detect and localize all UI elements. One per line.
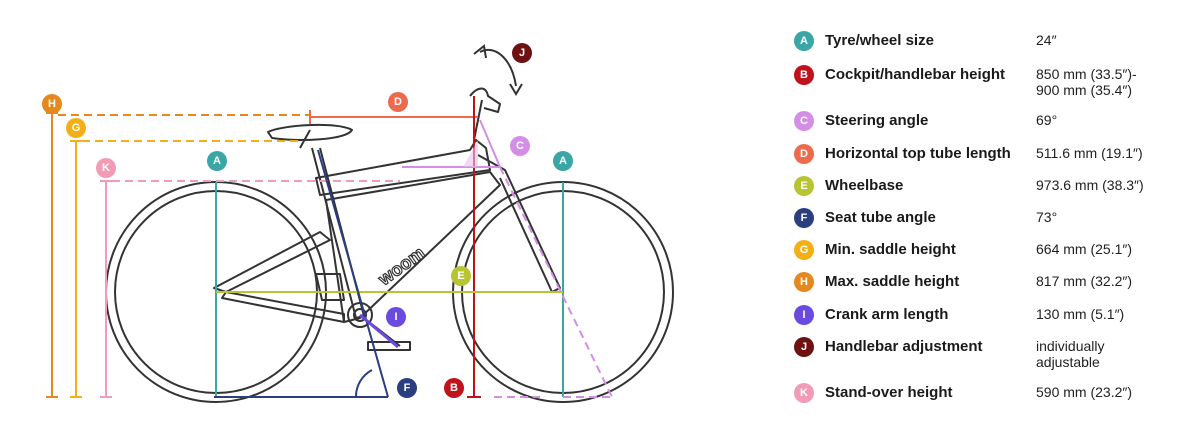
badge-E: E [451, 266, 471, 286]
legend-row-B: B Cockpit/handlebar height 850 mm (33.5″)-… [794, 64, 1194, 98]
legend-label: Handlebar adjustment [825, 338, 983, 355]
legend-badge-B: B [794, 65, 814, 85]
legend-row-A: A Tyre/wheel size 24″ [794, 30, 1194, 64]
legend-row-K: K Stand-over height 590 mm (23.2″) [794, 382, 1194, 416]
legend-badge-E: E [794, 176, 814, 196]
badge-A-front: A [553, 151, 573, 171]
badge-F: F [397, 378, 417, 398]
legend-label: Max. saddle height [825, 273, 960, 290]
legend-value: 511.6 mm (19.1″) [1036, 145, 1143, 161]
legend-value: 73° [1036, 209, 1058, 225]
legend-label: Seat tube angle [825, 209, 936, 226]
legend-value: 590 mm (23.2″) [1036, 384, 1132, 400]
legend-value: individually adjustable [1036, 338, 1105, 370]
legend-row-H: H Max. saddle height 817 mm (32.2″) [794, 271, 1194, 305]
measure-D [309, 110, 478, 124]
legend-badge-G: G [794, 240, 814, 260]
legend-badge-D: D [794, 144, 814, 164]
legend-value: 973.6 mm (38.3″) [1036, 177, 1144, 193]
legend-row-I: I Crank arm length 130 mm (5.1″) [794, 304, 1194, 338]
legend-badge-F: F [794, 208, 814, 228]
frame-logo: woom [374, 242, 429, 289]
legend-value: 69° [1036, 112, 1058, 128]
legend-label: Crank arm length [825, 306, 949, 323]
legend-label: Tyre/wheel size [825, 32, 934, 49]
legend-row-F: F Seat tube angle 73° [794, 207, 1194, 241]
legend-label: Stand-over height [825, 384, 953, 401]
legend-badge-K: K [794, 383, 814, 403]
legend-value: 664 mm (25.1″) [1036, 241, 1132, 257]
legend-row-G: G Min. saddle height 664 mm (25.1″) [794, 239, 1194, 273]
badge-H: H [42, 94, 62, 114]
measure-B [467, 96, 481, 398]
measure-F [214, 149, 389, 398]
legend-badge-J: J [794, 337, 814, 357]
badge-A-rear: A [207, 151, 227, 171]
measure-I [359, 313, 399, 349]
legend-badge-H: H [794, 272, 814, 292]
badge-K: K [96, 158, 116, 178]
measure-K [100, 180, 400, 398]
badge-D: D [388, 92, 408, 112]
legend-value: 130 mm (5.1″) [1036, 306, 1125, 322]
legend-label: Wheelbase [825, 177, 904, 194]
legend-label: Cockpit/handlebar height [825, 66, 1006, 83]
legend-label: Horizontal top tube length [825, 145, 1011, 162]
legend-value: 24″ [1036, 32, 1057, 48]
bike-geometry-diagram: woom [46, 44, 674, 403]
measure-C [402, 119, 613, 398]
measure-A [215, 182, 564, 397]
legend-row-E: E Wheelbase 973.6 mm (38.3″) [794, 175, 1194, 209]
legend-label: Steering angle [825, 112, 929, 129]
legend-badge-C: C [794, 111, 814, 131]
legend-row-C: C Steering angle 69° [794, 110, 1194, 144]
badge-B: B [444, 378, 464, 398]
badge-G: G [66, 118, 86, 138]
measure-J [473, 44, 523, 96]
legend-value: 850 mm (33.5″)- 900 mm (35.4″) [1036, 66, 1137, 98]
legend-row-J: J Handlebar adjustment individually adjust… [794, 336, 1194, 370]
legend-badge-I: I [794, 305, 814, 325]
badge-C: C [510, 136, 530, 156]
legend-value: 817 mm (32.2″) [1036, 273, 1132, 289]
legend-row-D: D Horizontal top tube length 511.6 mm (19.… [794, 143, 1194, 177]
bike-frame [213, 87, 561, 351]
measure-H [46, 112, 310, 398]
measure-G [70, 140, 300, 398]
badge-I: I [386, 307, 406, 327]
badge-J: J [512, 43, 532, 63]
legend-label: Min. saddle height [825, 241, 956, 258]
legend-badge-A: A [794, 31, 814, 51]
